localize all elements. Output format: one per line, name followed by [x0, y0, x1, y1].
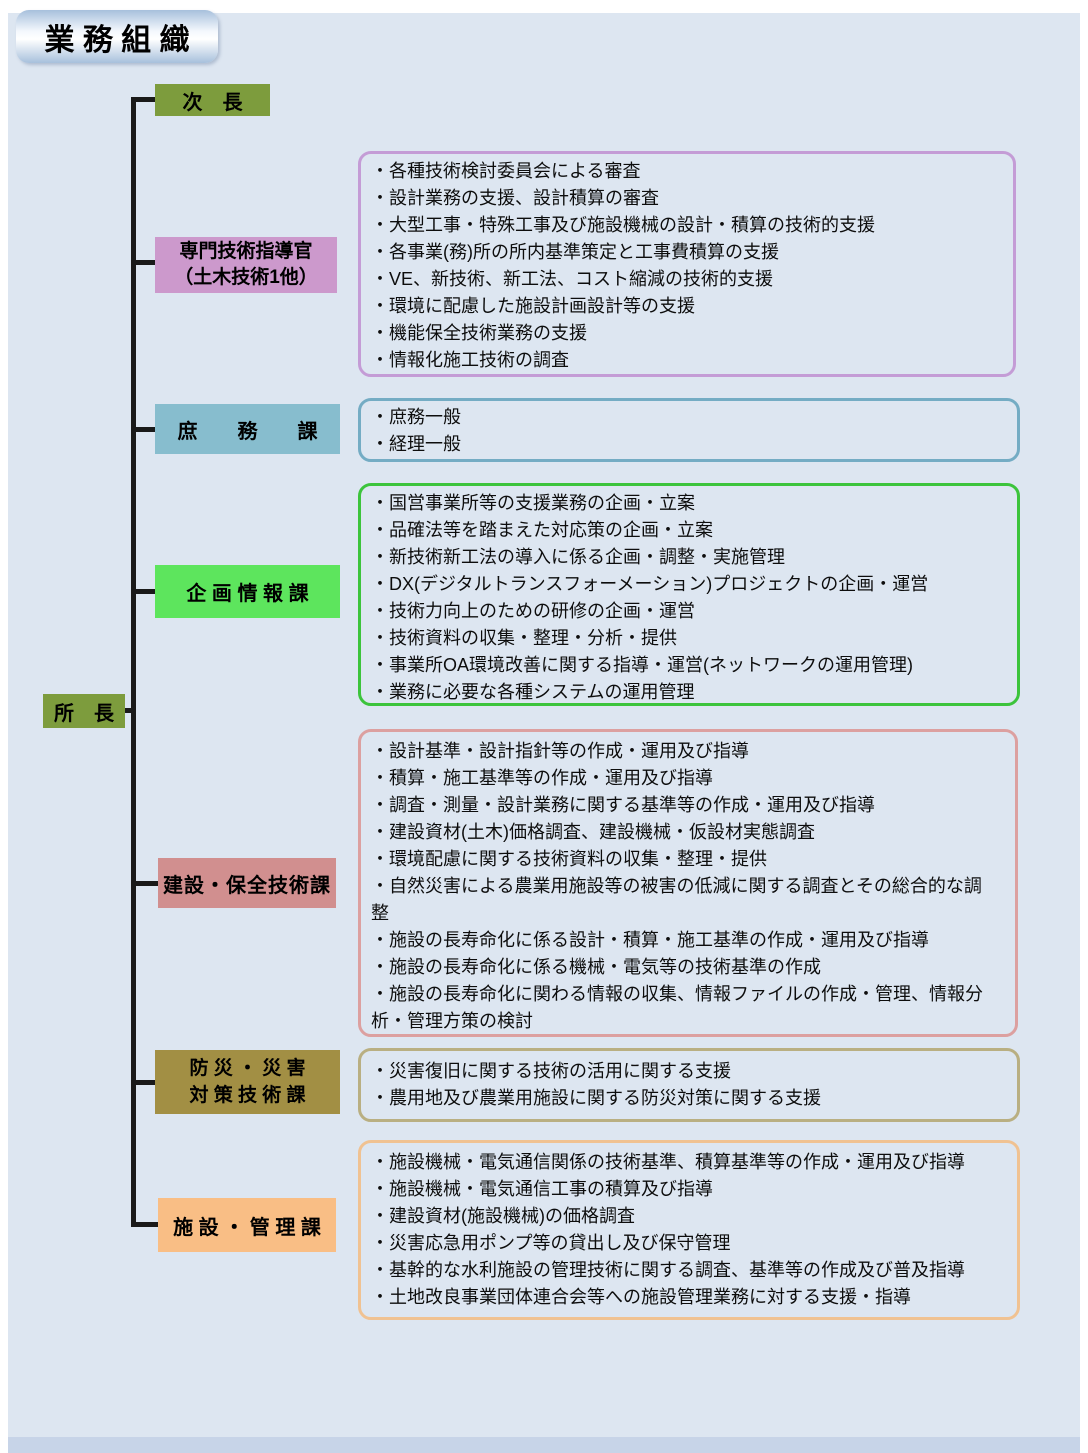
duty-item: ・庶務一般 [371, 407, 461, 427]
unit-label-line2: （土木技術1他） [174, 267, 318, 288]
duty-item: ・国営事業所等の支援業務の企画・立案 [371, 493, 695, 513]
deputy-director-box: 次 長 [155, 84, 270, 116]
duty-item: ・環境に配慮した施設計画設計等の支援 [371, 296, 695, 316]
duty-item: ・環境配慮に関する技術資料の収集・整理・提供 [371, 849, 767, 869]
branch-facilities-management-connector [131, 1222, 158, 1227]
branch-construction-maintenance-connector [131, 881, 158, 886]
unit-label-line1: 施 設 ・ 管 理 課 [173, 1216, 321, 1239]
page-bottom-strip [8, 1437, 1080, 1453]
unit-label-disaster-prevention: 防 災 ・ 災 害 対 策 技 術 課 [155, 1050, 340, 1114]
director-label: 所 長 [54, 702, 114, 725]
duty-item: ・農用地及び農業用施設に関する防災対策に関する支援 [371, 1088, 821, 1108]
duty-item: ・土地改良事業団体連合会等への施設管理業務に対する支援・指導 [371, 1287, 911, 1307]
duty-item: ・DX(デジタルトランスフォーメーション)プロジェクトの企画・運営 [371, 574, 929, 594]
duty-item: ・施設の長寿命化に係る設計・積算・施工基準の作成・運用及び指導 [371, 930, 929, 950]
unit-label-facilities-management: 施 設 ・ 管 理 課 [158, 1198, 336, 1252]
duty-item: ・業務に必要な各種システムの運用管理 [371, 682, 695, 702]
duty-item: ・品確法等を踏まえた対応策の企画・立案 [371, 520, 713, 540]
duties-panel-disaster-prevention: ・災害復旧に関する技術の活用に関する支援 ・農用地及び農業用施設に関する防災対策… [358, 1048, 1020, 1122]
duty-item: ・機能保全技術業務の支援 [371, 323, 587, 343]
duty-item: ・災害復旧に関する技術の活用に関する支援 [371, 1061, 731, 1081]
unit-label-expert-technical-advisor: 専門技術指導官 （土木技術1他） [155, 237, 337, 293]
director-box: 所 長 [43, 694, 125, 728]
branch-deputy-director-connector [131, 97, 155, 102]
duty-item: ・施設の長寿命化に関わる情報の収集、情報ファイルの作成・管理、情報分析・管理方策… [371, 984, 983, 1031]
unit-label-line1: 防 災 ・ 災 害 [189, 1058, 306, 1079]
duty-item: ・建設資材(土木)価格調査、建設機械・仮設材実態調査 [371, 822, 815, 842]
duty-item: ・設計基準・設計指針等の作成・運用及び指導 [371, 741, 749, 761]
unit-label-line1: 企 画 情 報 課 [186, 583, 309, 605]
duty-item: ・自然災害による農業用施設等の被害の低減に関する調査とその総合的な調整 [371, 876, 982, 923]
deputy-director-label: 次 長 [182, 91, 243, 114]
duty-item: ・VE、新技術、新工法、コスト縮減の技術的支援 [371, 269, 774, 289]
duties-panel-expert-technical-advisor: ・各種技術検討委員会による審査 ・設計業務の支援、設計積算の審査 ・大型工事・特… [358, 151, 1016, 377]
branch-director-connector [125, 708, 136, 713]
unit-label-construction-maintenance: 建設・保全技術課 [158, 858, 336, 908]
duty-item: ・建設資材(施設機械)の価格調査 [371, 1206, 635, 1226]
branch-disaster-prevention-connector [131, 1080, 155, 1085]
unit-label-line1: 専門技術指導官 [179, 241, 313, 262]
duty-item: ・技術力向上のための研修の企画・運営 [371, 601, 695, 621]
duties-panel-general-affairs: ・庶務一般 ・経理一般 [358, 398, 1020, 462]
duty-item: ・新技術新工法の導入に係る企画・調整・実施管理 [371, 547, 785, 567]
duties-panel-planning-information: ・国営事業所等の支援業務の企画・立案 ・品確法等を踏まえた対応策の企画・立案 ・… [358, 483, 1020, 706]
duty-item: ・施設の長寿命化に係る機械・電気等の技術基準の作成 [371, 957, 821, 977]
unit-label-line2: 対 策 技 術 課 [189, 1085, 306, 1106]
unit-label-general-affairs: 庶 務 課 [155, 404, 340, 454]
duty-item: ・情報化施工技術の調査 [371, 350, 569, 370]
org-trunk-line [131, 97, 136, 1227]
duty-item: ・大型工事・特殊工事及び施設機械の設計・積算の技術的支援 [371, 215, 875, 235]
unit-label-line1: 庶 務 課 [177, 420, 318, 443]
duty-item: ・各種技術検討委員会による審査 [371, 161, 641, 181]
unit-label-line1: 建設・保全技術課 [163, 874, 331, 897]
duty-item: ・基幹的な水利施設の管理技術に関する調査、基準等の作成及び普及指導 [371, 1260, 965, 1280]
unit-label-planning-information: 企 画 情 報 課 [155, 565, 340, 618]
branch-general-affairs-connector [131, 427, 155, 432]
duties-panel-facilities-management: ・施設機械・電気通信関係の技術基準、積算基準等の作成・運用及び指導 ・施設機械・… [358, 1140, 1020, 1320]
duty-item: ・事業所OA環境改善に関する指導・運営(ネットワークの運用管理) [371, 655, 913, 675]
page-title-text: 業 務 組 織 [44, 23, 190, 57]
duty-item: ・設計業務の支援、設計積算の審査 [371, 188, 659, 208]
duty-item: ・施設機械・電気通信関係の技術基準、積算基準等の作成・運用及び指導 [371, 1152, 965, 1172]
duty-item: ・経理一般 [371, 434, 461, 454]
duty-item: ・各事業(務)所の所内基準策定と工事費積算の支援 [371, 242, 779, 262]
duties-panel-construction-maintenance: ・設計基準・設計指針等の作成・運用及び指導 ・積算・施工基準等の作成・運用及び指… [358, 729, 1018, 1037]
page-title: 業 務 組 織 [16, 10, 218, 63]
duty-item: ・技術資料の収集・整理・分析・提供 [371, 628, 677, 648]
duty-item: ・積算・施工基準等の作成・運用及び指導 [371, 768, 713, 788]
duty-item: ・施設機械・電気通信工事の積算及び指導 [371, 1179, 713, 1199]
branch-expert-technical-advisor-connector [131, 260, 155, 265]
branch-planning-information-connector [131, 589, 155, 594]
duty-item: ・調査・測量・設計業務に関する基準等の作成・運用及び指導 [371, 795, 875, 815]
duty-item: ・災害応急用ポンプ等の貸出し及び保守管理 [371, 1233, 731, 1253]
